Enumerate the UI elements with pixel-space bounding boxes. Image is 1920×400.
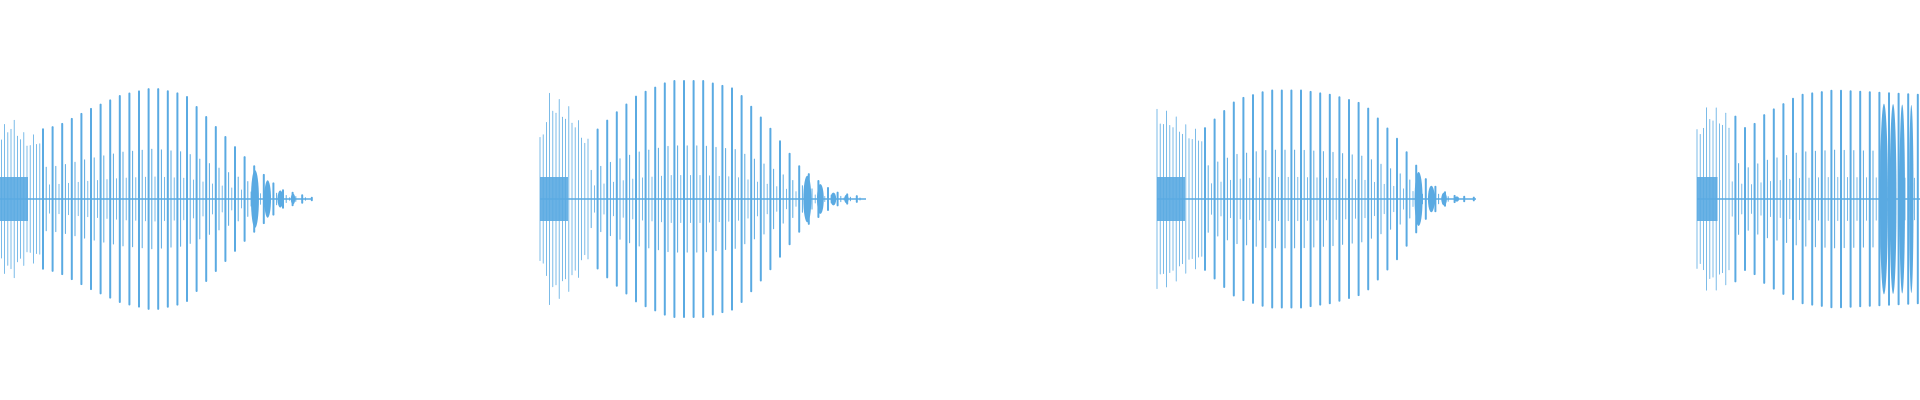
waveform-tail-blip bbox=[1879, 103, 1888, 295]
waveform-tail-blip bbox=[1454, 196, 1460, 202]
waveform-series bbox=[0, 80, 1920, 318]
waveform-tail-blip bbox=[816, 184, 824, 214]
waveform-tail-blip bbox=[1909, 104, 1914, 294]
waveform-tail-blip bbox=[264, 180, 272, 218]
waveform-tail-blip bbox=[1427, 185, 1435, 213]
waveform-tail-blip bbox=[1899, 104, 1905, 294]
waveform-tail-blip bbox=[290, 193, 296, 205]
waveform-tail-blip bbox=[830, 192, 837, 206]
waveform-tail-blip bbox=[844, 194, 849, 204]
waveform-tail-blip bbox=[803, 175, 812, 223]
waveform-onset bbox=[540, 177, 568, 221]
waveform-tail-blip bbox=[1441, 192, 1447, 206]
waveform-onset bbox=[1697, 177, 1718, 221]
waveform-tail-blip bbox=[277, 190, 284, 208]
waveform-tail-blip bbox=[1889, 104, 1897, 294]
waveform-tail-blip bbox=[1414, 172, 1423, 226]
waveform-tail-blip bbox=[250, 170, 259, 228]
waveform-onset bbox=[1157, 177, 1185, 221]
